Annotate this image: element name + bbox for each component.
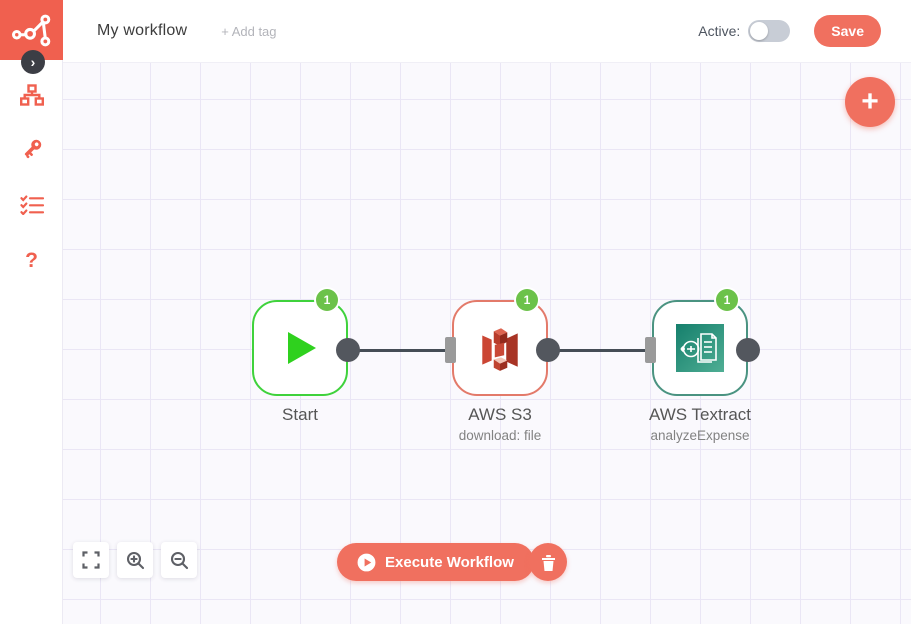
node-aws-textract-label: AWS Textract — [648, 405, 752, 424]
help-icon: ? — [25, 249, 38, 272]
checklist-icon — [19, 195, 44, 215]
zoom-out-icon — [170, 551, 188, 569]
workflows-icon — [19, 84, 44, 106]
node-aws-textract-output-port[interactable] — [736, 338, 760, 362]
add-node-button[interactable]: + — [845, 77, 895, 127]
sidebar-collapse-button[interactable]: › — [21, 50, 45, 74]
node-aws-textract-operation: analyzeExpense — [650, 428, 750, 443]
workflow-canvas[interactable]: + 1 Start 1 — [63, 63, 911, 624]
sidebar-item-workflows[interactable] — [0, 80, 63, 110]
execute-workflow-label: Execute Workflow — [385, 553, 514, 571]
node-start: 1 Start — [220, 289, 380, 425]
key-icon — [24, 139, 41, 159]
zoom-in-icon — [126, 551, 144, 569]
node-start-label: Start — [282, 405, 318, 424]
active-toggle-knob — [750, 22, 769, 40]
sidebar: › — [0, 0, 63, 624]
aws-s3-icon — [482, 328, 518, 371]
node-aws-s3-operation: download: file — [458, 428, 542, 443]
node-start-output-port[interactable] — [336, 338, 360, 362]
node-aws-s3-items-badge: 1 — [516, 289, 538, 311]
node-start-box[interactable]: 1 — [252, 289, 360, 396]
sidebar-item-executions[interactable] — [0, 190, 63, 220]
zoom-in-button[interactable] — [117, 542, 153, 578]
node-start-items-badge: 1 — [316, 289, 338, 311]
sidebar-item-help[interactable]: ? — [0, 246, 63, 276]
header: My workflow + Add tag Active: Save — [63, 0, 911, 63]
add-tag-button[interactable]: + Add tag — [221, 23, 277, 39]
workflow-title[interactable]: My workflow — [97, 22, 188, 39]
trash-icon — [541, 554, 555, 571]
node-aws-textract-items-badge: 1 — [716, 289, 738, 311]
n8n-logo-icon — [11, 14, 50, 47]
connection-start-to-s3[interactable] — [350, 349, 450, 352]
zoom-out-button[interactable] — [161, 542, 197, 578]
sidebar-item-credentials[interactable] — [0, 134, 63, 164]
node-aws-s3-label: AWS S3 — [468, 405, 532, 424]
delete-workflow-button[interactable] — [529, 543, 567, 581]
node-aws-s3-input-port[interactable] — [445, 337, 456, 363]
active-label: Active: — [698, 23, 741, 39]
aws-textract-icon — [676, 324, 724, 372]
node-aws-s3: 1 AWS S3 download: file — [420, 289, 580, 443]
active-toggle[interactable] — [748, 20, 791, 42]
node-aws-s3-output-port[interactable] — [536, 338, 560, 362]
save-button[interactable]: Save — [814, 15, 881, 47]
execute-workflow-button[interactable]: Execute Workflow — [337, 543, 534, 581]
play-icon — [288, 332, 316, 364]
zoom-to-fit-button[interactable] — [73, 542, 109, 578]
connection-s3-to-textract[interactable] — [550, 349, 650, 352]
node-aws-textract: 1 — [620, 289, 780, 443]
node-aws-textract-input-port[interactable] — [645, 337, 656, 363]
zoom-to-fit-icon — [82, 551, 100, 569]
chevron-right-icon: › — [30, 54, 36, 70]
execute-play-icon — [357, 553, 376, 571]
node-aws-s3-box[interactable]: 1 — [445, 289, 560, 396]
node-aws-textract-box[interactable]: 1 — [645, 289, 760, 396]
